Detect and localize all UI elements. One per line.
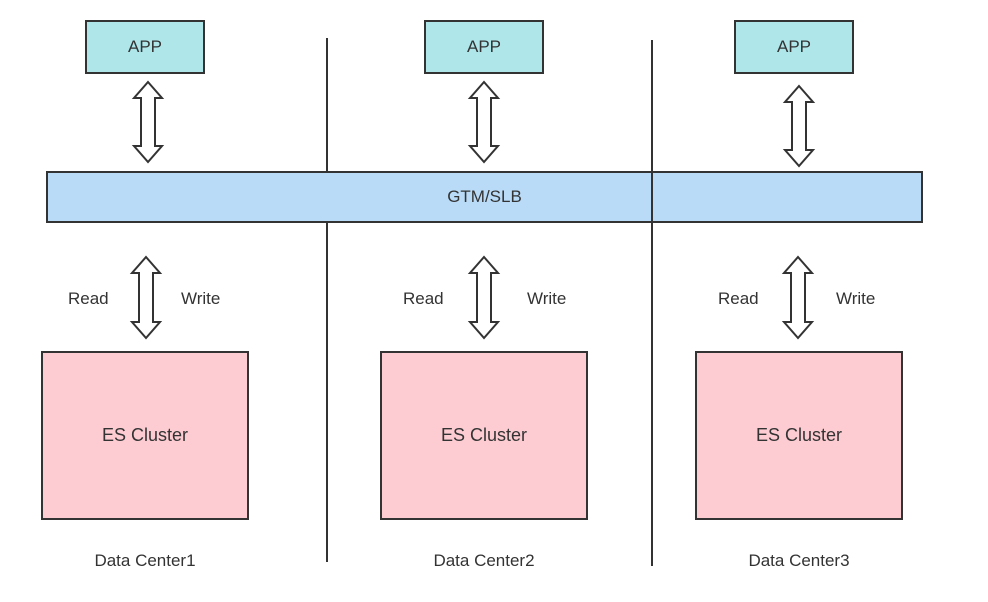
write-label-dc2: Write: [527, 289, 567, 308]
es-cluster-dc1: ES Cluster: [41, 351, 249, 520]
app-box-dc3: APP: [734, 20, 854, 74]
data-center-label-3: Data Center3: [748, 551, 850, 570]
app-gateway-arrow-dc2: [467, 80, 501, 164]
es-cluster-dc2: ES Cluster: [380, 351, 588, 520]
app-label: APP: [776, 37, 812, 56]
gateway-bar: GTM/SLB: [46, 171, 923, 223]
es-cluster-dc3: ES Cluster: [695, 351, 903, 520]
gateway-label: GTM/SLB: [447, 187, 522, 206]
read-write-arrow-dc1: [129, 255, 163, 340]
cluster-label: ES Cluster: [755, 425, 843, 445]
app-label: APP: [466, 37, 502, 56]
write-label-dc1: Write: [181, 289, 221, 308]
app-label: APP: [127, 37, 163, 56]
cluster-label: ES Cluster: [101, 425, 189, 445]
app-gateway-arrow-dc3: [782, 84, 816, 168]
read-label-dc2: Read: [403, 289, 444, 308]
app-box-dc1: APP: [85, 20, 205, 74]
app-gateway-arrow-dc1: [131, 80, 165, 164]
write-label-dc3: Write: [836, 289, 876, 308]
app-box-dc2: APP: [424, 20, 544, 74]
read-label-dc1: Read: [68, 289, 109, 308]
read-write-arrow-dc2: [467, 255, 501, 340]
cluster-label: ES Cluster: [440, 425, 528, 445]
data-center-label-1: Data Center1: [94, 551, 196, 570]
read-label-dc3: Read: [718, 289, 759, 308]
data-center-label-2: Data Center2: [433, 551, 535, 570]
read-write-arrow-dc3: [781, 255, 815, 340]
